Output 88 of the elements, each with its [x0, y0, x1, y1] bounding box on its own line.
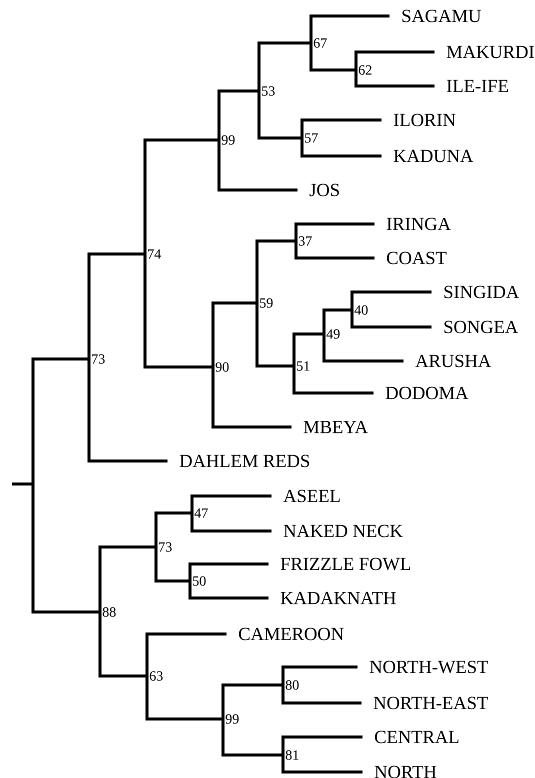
tree-branch — [350, 290, 432, 312]
tree-branch — [218, 138, 298, 192]
bootstrap-value: 47 — [194, 508, 208, 518]
tree-branch — [294, 240, 374, 260]
tree-branch — [154, 512, 194, 548]
taxon-label: JOS — [310, 184, 339, 196]
taxon-label: ASEEL — [283, 490, 340, 502]
taxon-label: COAST — [386, 252, 447, 264]
tree-branch — [256, 240, 298, 304]
taxon-label: DAHLEM REDS — [180, 454, 310, 468]
taxon-label: MBEYA — [304, 420, 368, 434]
tree-branch — [310, 14, 390, 44]
bootstrap-value: 40 — [354, 305, 368, 315]
taxon-label: CAMEROON — [238, 628, 344, 640]
bootstrap-value: 37 — [298, 236, 312, 246]
tree-branch — [282, 754, 362, 774]
tree-branch — [282, 666, 358, 686]
tree-branch — [98, 546, 158, 614]
tree-branch — [144, 252, 214, 368]
tree-branch — [146, 674, 224, 720]
taxon-label: NORTH-WEST — [370, 660, 488, 674]
bootstrap-value: 50 — [193, 576, 206, 586]
tree-branch — [154, 546, 192, 582]
taxon-label: FRIZZLE FOWL — [280, 558, 410, 570]
tree-branch — [354, 68, 434, 88]
taxon-label: SONGEA — [444, 320, 518, 334]
bootstrap-value: 63 — [150, 671, 163, 681]
tree-branch — [292, 364, 374, 394]
tree-branch — [258, 42, 312, 92]
tree-branch — [350, 308, 432, 328]
taxon-label: DODOMA — [386, 386, 468, 400]
tree-branch — [88, 358, 168, 462]
taxon-label: ILE-IFE — [446, 80, 508, 92]
bootstrap-value: 62 — [358, 65, 372, 75]
taxon-label: KADUNA — [394, 150, 474, 162]
taxon-label: NORTH — [374, 766, 436, 778]
tree-branch — [292, 332, 326, 368]
bootstrap-value: 67 — [314, 38, 327, 48]
taxon-label: ILORIN — [394, 114, 456, 126]
taxon-label: SINGIDA — [444, 286, 520, 298]
tree-branch — [258, 90, 304, 140]
bootstrap-value: 51 — [297, 361, 310, 371]
bootstrap-value: 81 — [286, 750, 298, 760]
tree-branch — [98, 610, 148, 678]
tree-branch — [190, 512, 272, 532]
bootstrap-value: 49 — [326, 329, 340, 339]
bootstrap-value: 99 — [222, 135, 235, 145]
taxon-label: SAGAMU — [402, 10, 481, 22]
tree-branch — [310, 42, 358, 72]
tree-branch — [146, 632, 226, 678]
tree-branch — [144, 138, 220, 256]
bootstrap-value: 99 — [226, 714, 239, 724]
bootstrap-value: 73 — [159, 542, 172, 552]
tree-branch — [32, 358, 90, 486]
tree-branch — [354, 50, 434, 72]
tree-branch — [300, 136, 382, 158]
taxon-label: KADAKNATH — [280, 592, 396, 604]
tree-branch — [212, 302, 258, 368]
tree-branch — [322, 332, 404, 362]
tree-branch — [282, 684, 362, 704]
tree-branch — [322, 308, 354, 336]
tree-branch — [218, 90, 260, 142]
tree-branch — [222, 718, 284, 756]
tree-branch — [212, 366, 292, 428]
bootstrap-value: 80 — [286, 680, 299, 690]
tree-branch — [190, 494, 272, 514]
tree-branch — [294, 222, 374, 242]
taxon-label: MAKURDI — [446, 46, 534, 58]
taxon-label: NORTH-EAST — [374, 696, 488, 710]
bootstrap-value: 57 — [305, 133, 318, 143]
tree-branch — [222, 684, 284, 720]
tree-branch — [188, 562, 268, 582]
bootstrap-value: 88 — [102, 607, 116, 617]
tree-branch — [256, 302, 296, 368]
taxon-label: ARUSHA — [415, 354, 492, 368]
bootstrap-value: 90 — [216, 362, 229, 372]
taxon-label: IRINGA — [386, 218, 451, 230]
tree-branch — [282, 736, 362, 756]
bootstrap-value: 73 — [92, 354, 105, 364]
bootstrap-value: 74 — [148, 249, 161, 259]
taxon-label: NAKED NECK — [284, 524, 403, 538]
tree-branch — [300, 118, 382, 140]
bootstrap-value: 53 — [262, 86, 275, 96]
bootstrap-value: 59 — [260, 298, 273, 308]
taxon-label: CENTRAL — [374, 730, 458, 744]
tree-branch — [188, 580, 268, 600]
tree-branch — [32, 482, 102, 614]
tree-branch — [88, 252, 146, 360]
